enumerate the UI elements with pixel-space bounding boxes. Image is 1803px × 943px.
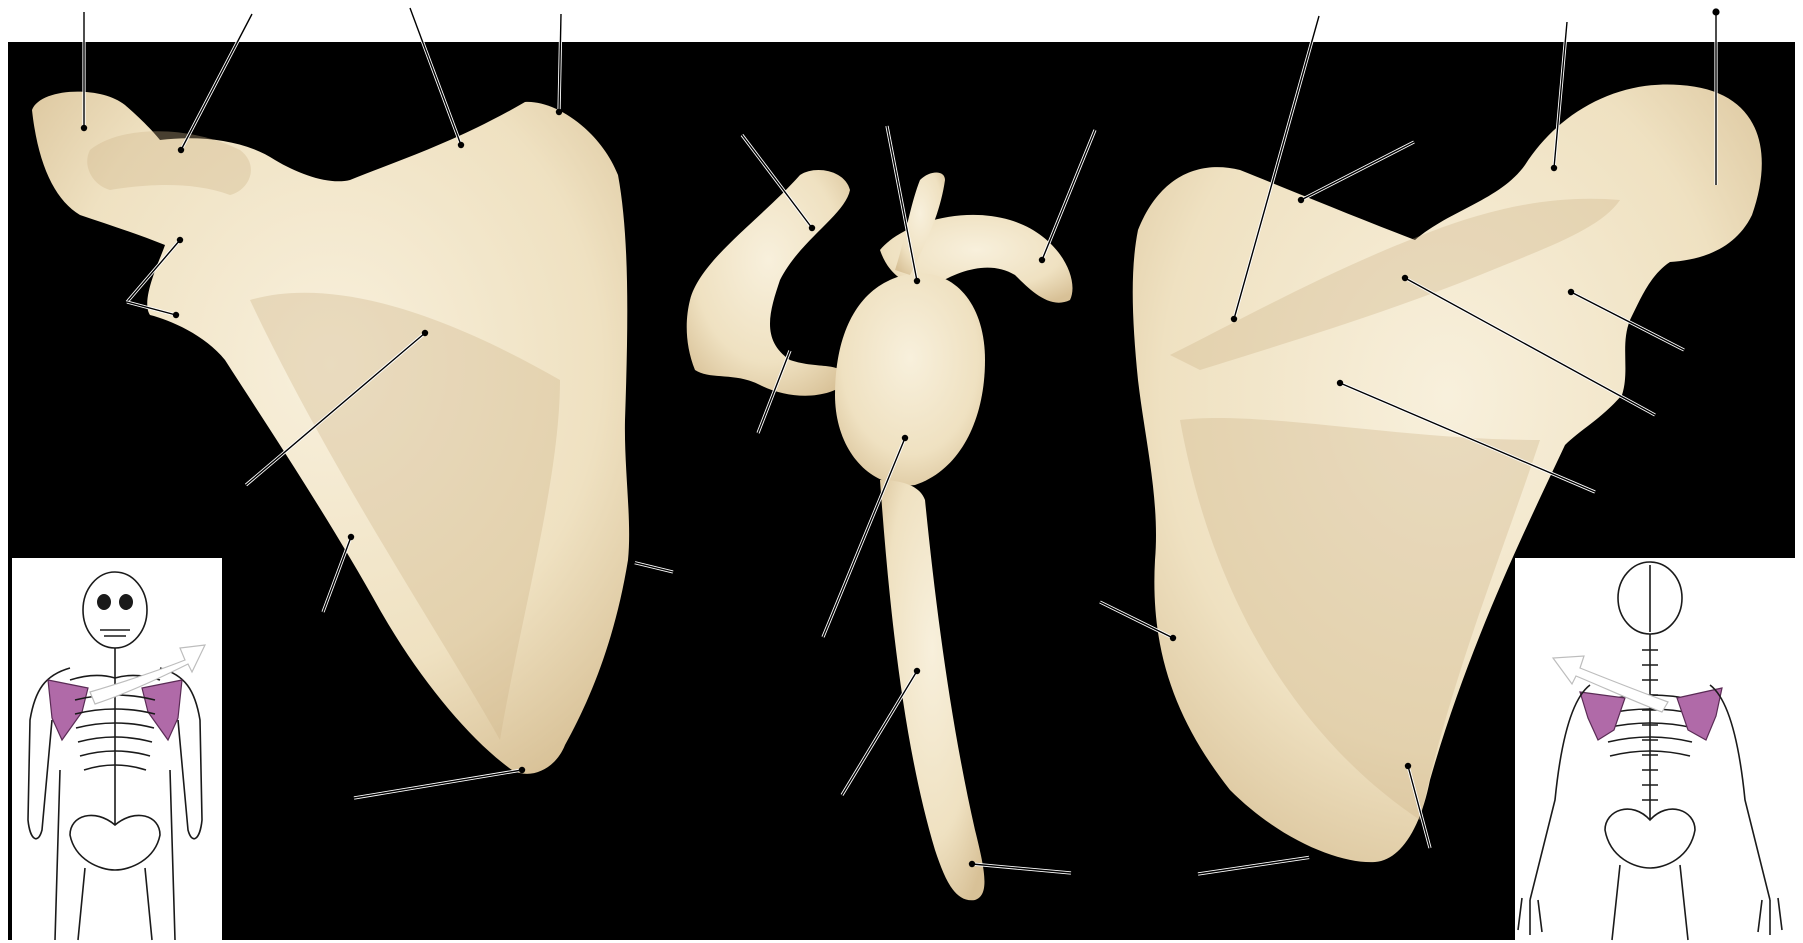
anterior-skeleton-inset [12,558,222,940]
posterior-skeleton-inset [1515,558,1795,940]
